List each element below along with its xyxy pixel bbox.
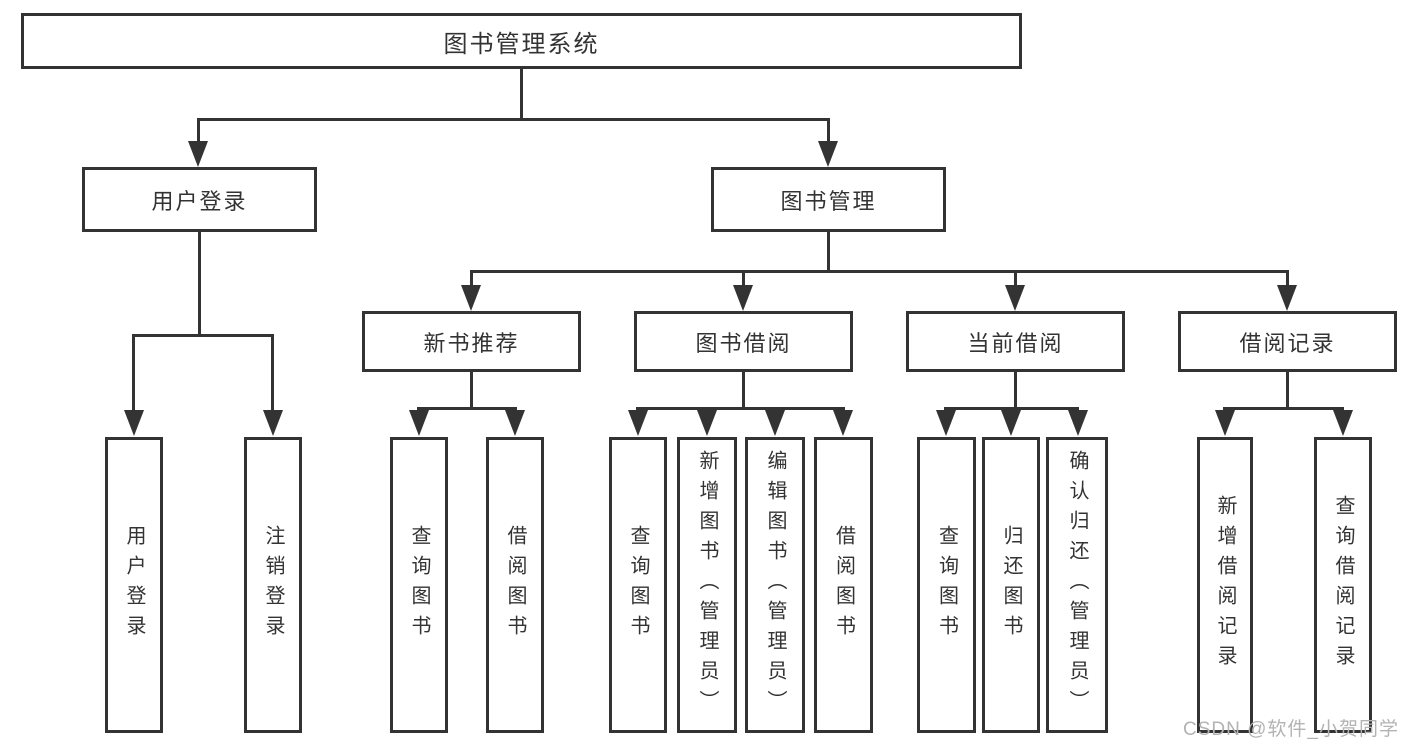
node-label: 借阅图书 xyxy=(504,525,526,645)
node-label: 查询图书 xyxy=(627,525,649,645)
arrow-down-icon xyxy=(818,141,838,167)
connector-user-login-stem xyxy=(198,232,201,334)
arrow-down-icon xyxy=(765,410,785,436)
node-label: 图书管理 xyxy=(780,188,877,214)
node-label: 编辑图书（管理员） xyxy=(764,450,786,720)
node-new-book-recommend: 新书推荐 xyxy=(362,311,581,372)
node-label: 查询图书 xyxy=(935,525,958,645)
connector-cb-bus xyxy=(944,407,1079,410)
node-label: 新增借阅记录 xyxy=(1214,495,1236,675)
node-leaf-br-add-record: 新增借阅记录 xyxy=(1197,437,1253,733)
arrow-down-icon xyxy=(1005,285,1025,311)
connector-user-login-bus xyxy=(132,334,274,337)
node-label: 当前借阅 xyxy=(967,330,1064,356)
connector-drop-book-borrowing xyxy=(742,270,745,287)
arrow-down-icon xyxy=(1215,410,1235,436)
node-label: 注销登录 xyxy=(262,525,284,645)
connector-book-management-stem xyxy=(827,232,830,273)
arrow-down-icon xyxy=(733,285,753,311)
node-leaf-bb-borrow-books: 借阅图书 xyxy=(814,437,873,733)
arrow-down-icon xyxy=(188,141,208,167)
connector-root-stem xyxy=(520,69,523,118)
node-leaf-nbr-borrow-books: 借阅图书 xyxy=(486,437,544,733)
connector-drop-user-login xyxy=(197,118,200,143)
arrow-down-icon xyxy=(409,410,429,436)
node-label: 图书借阅 xyxy=(695,330,792,356)
connector-br-stem xyxy=(1286,372,1289,408)
node-borrowing-records: 借阅记录 xyxy=(1178,311,1397,372)
node-leaf-bb-query-books: 查询图书 xyxy=(609,437,667,733)
arrow-down-icon xyxy=(124,410,144,436)
node-label: 归还图书 xyxy=(1000,525,1022,645)
node-book-borrowing: 图书借阅 xyxy=(634,311,853,372)
node-label: 借阅记录 xyxy=(1239,330,1336,356)
arrow-down-icon xyxy=(1068,410,1088,436)
node-leaf-cb-return-books: 归还图书 xyxy=(982,437,1040,733)
connector-nbr-stem xyxy=(470,372,473,408)
connector-drop-borrowing-records xyxy=(1286,270,1289,287)
connector-bb-bus xyxy=(636,407,845,410)
arrow-down-icon xyxy=(505,410,525,436)
arrow-down-icon xyxy=(1001,410,1021,436)
node-library-management-system: 图书管理系统 xyxy=(21,13,1022,69)
connector-drop-book-management xyxy=(827,118,830,143)
connector-br-bus xyxy=(1223,407,1344,410)
arrow-down-icon xyxy=(461,285,481,311)
node-leaf-user-login: 用户登录 xyxy=(105,437,163,733)
node-leaf-br-query-record: 查询借阅记录 xyxy=(1314,437,1372,733)
connector-drop-leaf-logout xyxy=(271,334,274,412)
node-label: 图书管理系统 xyxy=(443,30,600,58)
node-leaf-bb-edit-books-admin: 编辑图书（管理员） xyxy=(745,437,805,733)
arrow-down-icon xyxy=(628,410,648,436)
node-user-login: 用户登录 xyxy=(82,167,317,232)
node-label: 查询图书 xyxy=(408,525,430,645)
connector-drop-current-borrowing xyxy=(1014,270,1017,287)
connector-root-bus xyxy=(197,118,830,121)
connector-drop-new-book-recommend xyxy=(470,270,473,287)
node-leaf-cb-confirm-return-admin: 确认归还（管理员） xyxy=(1046,437,1108,733)
node-current-borrowing: 当前借阅 xyxy=(906,311,1125,372)
node-label: 借阅图书 xyxy=(832,525,855,645)
connector-bb-stem xyxy=(742,372,745,408)
connector-book-management-bus xyxy=(470,270,1288,273)
node-book-management: 图书管理 xyxy=(711,167,946,232)
node-label: 查询借阅记录 xyxy=(1332,495,1354,675)
csdn-watermark: CSDN @软件_小贺同学 xyxy=(1183,719,1399,740)
arrow-down-icon xyxy=(1277,285,1297,311)
arrow-down-icon xyxy=(697,410,717,436)
connector-drop-leaf-user-login xyxy=(132,334,135,412)
connector-cb-stem xyxy=(1014,372,1017,408)
node-label: 新增图书（管理员） xyxy=(696,450,718,720)
node-label: 新书推荐 xyxy=(423,330,520,356)
arrow-down-icon xyxy=(1333,410,1353,436)
node-label: 用户登录 xyxy=(123,525,145,645)
node-leaf-logout: 注销登录 xyxy=(244,437,302,733)
node-leaf-cb-query-books: 查询图书 xyxy=(917,437,976,733)
node-label: 用户登录 xyxy=(151,188,248,214)
connector-nbr-bus xyxy=(417,407,517,410)
arrow-down-icon xyxy=(936,410,956,436)
node-leaf-bb-add-books-admin: 新增图书（管理员） xyxy=(677,437,737,733)
node-leaf-nbr-query-books: 查询图书 xyxy=(390,437,448,733)
node-label: 确认归还（管理员） xyxy=(1066,450,1088,720)
arrow-down-icon xyxy=(263,410,283,436)
arrow-down-icon xyxy=(833,410,853,436)
